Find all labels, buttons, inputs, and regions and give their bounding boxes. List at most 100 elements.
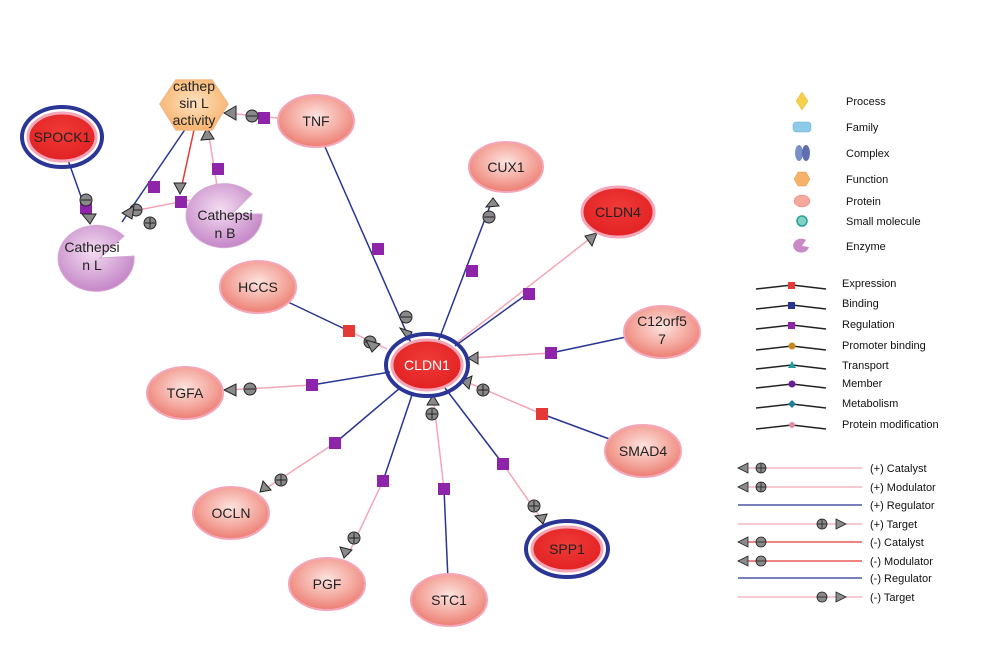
legend-label: Function <box>846 174 888 186</box>
node-cathepsin-l-activity[interactable]: cathep sin L activity <box>159 78 229 131</box>
legend-label: (-) Catalyst <box>870 537 924 549</box>
expression-box <box>536 408 548 420</box>
regulation-box <box>306 379 318 391</box>
node-label: C12orf5 <box>637 313 687 329</box>
node-label: SPOCK1 <box>34 129 91 145</box>
node-spock1[interactable]: SPOCK1 <box>20 105 104 169</box>
edge-spp1-cldn1[interactable] <box>444 387 504 465</box>
edge-cathepsinb-activity[interactable] <box>207 129 219 193</box>
node-hccs[interactable]: HCCS <box>219 260 297 314</box>
metabolism-legend-icon <box>755 400 827 409</box>
plus-circles <box>143 216 541 545</box>
legend-label: Small molecule <box>846 216 921 228</box>
regulation-box <box>545 347 557 359</box>
legend-label: Protein <box>846 196 881 208</box>
node-ocln[interactable]: OCLN <box>192 486 270 540</box>
legend-effects: (+) Catalyst (+) Modulator (+) Regulator… <box>737 462 936 604</box>
legend-label: (+) Regulator <box>870 500 935 512</box>
regulation-legend-icon <box>755 322 827 330</box>
regulation-box <box>438 483 450 495</box>
expression-box <box>343 325 355 337</box>
edge-pgf-cldn1[interactable] <box>382 391 414 482</box>
diamond-icon <box>795 91 809 111</box>
node-cux1[interactable]: CUX1 <box>468 141 544 193</box>
node-label: sin L <box>179 95 209 111</box>
node-cathepsin-l[interactable]: Cathepsi n L <box>57 224 135 292</box>
member-legend-icon <box>755 380 827 389</box>
node-c12orf57[interactable]: C12orf5 7 <box>623 305 701 359</box>
node-stc1[interactable]: STC1 <box>410 573 488 627</box>
regulation-box <box>175 196 187 208</box>
small-molecule-icon <box>796 215 808 227</box>
regulation-box <box>466 265 478 277</box>
node-label: STC1 <box>431 592 467 608</box>
node-cathepsin-b[interactable]: Cathepsi n B <box>185 183 263 249</box>
node-label: n L <box>82 257 102 273</box>
legend-label: Transport <box>842 360 889 372</box>
protein-icon <box>793 194 811 208</box>
node-spp1[interactable]: SPP1 <box>524 519 610 579</box>
node-label: OCLN <box>212 505 251 521</box>
edge-tnf-cldn1[interactable] <box>321 139 413 346</box>
edge-markers <box>79 105 598 559</box>
protein-modification-legend-icon <box>755 422 827 430</box>
edge-cldn4-cldn1-blue[interactable] <box>454 291 531 347</box>
edge-tgfa-cldn1[interactable] <box>311 371 391 386</box>
node-smad4[interactable]: SMAD4 <box>604 424 682 478</box>
legend-label: Expression <box>842 278 896 290</box>
legend-label: (-) Modulator <box>870 556 933 568</box>
legend-node-types: Process Family Complex Function Protein … <box>792 91 921 253</box>
edge-tgfa-cldn1-pink[interactable] <box>227 384 313 391</box>
node-pgf[interactable]: PGF <box>288 557 366 611</box>
regulation-box <box>329 437 341 449</box>
complex-icon <box>795 145 810 161</box>
family-icon <box>792 121 812 133</box>
expression-legend-icon <box>755 282 827 290</box>
legend: Process Family Complex Function Protein … <box>737 91 939 604</box>
node-label: TGFA <box>167 385 204 401</box>
legend-label: Complex <box>846 148 890 160</box>
legend-label: (+) Modulator <box>870 482 936 494</box>
hexagon-icon <box>793 171 811 187</box>
edge-cux1-cldn1[interactable] <box>437 197 494 343</box>
node-tgfa[interactable]: TGFA <box>146 366 224 420</box>
regulation-box <box>377 475 389 487</box>
enzyme-icon <box>793 238 809 253</box>
edge-ocln-cldn1-pink[interactable] <box>261 442 336 492</box>
node-label: n B <box>214 225 235 241</box>
node-label: cathep <box>173 78 215 94</box>
regulation-box <box>148 181 160 193</box>
edge-smad4-cldn1[interactable] <box>541 413 613 441</box>
regulation-box <box>523 288 535 300</box>
node-label: SMAD4 <box>619 443 667 459</box>
node-label: CUX1 <box>487 159 525 175</box>
node-label: Cathepsi <box>197 207 252 223</box>
node-label: SPP1 <box>549 541 585 557</box>
node-label: Cathepsi <box>64 239 119 255</box>
node-cldn1[interactable]: CLDN1 <box>384 332 470 398</box>
legend-edge-types: Expression Binding Regulation Promoter b… <box>755 278 939 431</box>
node-label: 7 <box>658 331 666 347</box>
binding-legend-icon <box>755 302 827 310</box>
edge-hccs-cldn1[interactable] <box>287 301 350 332</box>
legend-label: Family <box>846 122 879 134</box>
node-cldn4[interactable]: CLDN4 <box>580 185 656 239</box>
regulation-box <box>497 458 509 470</box>
transport-legend-icon <box>755 361 827 370</box>
node-label: activity <box>173 112 216 128</box>
edge-smad4-cldn1-pink[interactable] <box>461 379 543 415</box>
legend-label: (+) Catalyst <box>870 463 927 475</box>
edge-stc1-cldn1[interactable] <box>443 488 449 581</box>
regulation-box <box>372 243 384 255</box>
legend-label: Regulation <box>842 319 895 331</box>
node-label: PGF <box>313 576 342 592</box>
legend-label: Enzyme <box>846 241 886 253</box>
edge-c12orf57-cldn1[interactable] <box>550 336 627 354</box>
legend-label: (-) Regulator <box>870 573 932 585</box>
node-label: HCCS <box>238 279 278 295</box>
node-tnf[interactable]: TNF <box>277 94 355 148</box>
edge-ocln-cldn1[interactable] <box>334 387 401 444</box>
edge-c12orf57-cldn1-pink[interactable] <box>469 352 552 359</box>
arrowheads <box>80 105 598 559</box>
